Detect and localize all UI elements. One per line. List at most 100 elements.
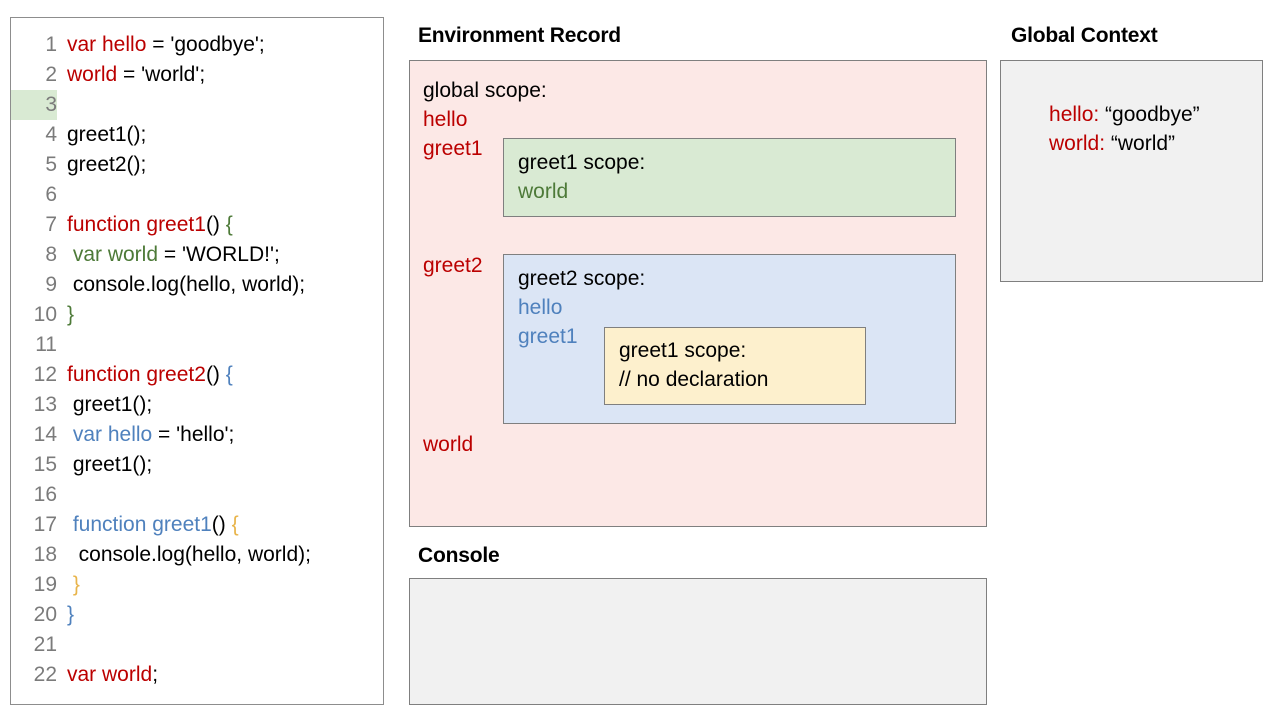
code-token: = 'goodbye'; bbox=[146, 33, 265, 56]
code-line-text: } bbox=[57, 600, 74, 630]
code-line-number: 15 bbox=[33, 453, 57, 476]
code-line-number: 5 bbox=[45, 153, 57, 176]
global-context-entry-hello: hello: “goodbye” bbox=[1014, 79, 1200, 151]
code-line-text: greet1(); bbox=[57, 390, 152, 420]
code-line-text: var world = 'WORLD!'; bbox=[57, 240, 280, 270]
global-scope-var-hello: hello bbox=[423, 108, 468, 131]
code-line[interactable]: 3 bbox=[11, 90, 383, 120]
code-line-number: 4 bbox=[45, 123, 57, 146]
code-token: } bbox=[67, 303, 75, 326]
code-token: } bbox=[67, 573, 80, 596]
code-line[interactable]: 4 greet1(); bbox=[11, 120, 383, 150]
code-line-number: 13 bbox=[33, 393, 57, 416]
code-token: greet2(); bbox=[67, 153, 147, 176]
global-scope-var-greet1: greet1 bbox=[423, 137, 483, 160]
code-token: var hello bbox=[67, 33, 147, 56]
code-token: { bbox=[225, 363, 233, 386]
code-token: ; bbox=[152, 663, 159, 686]
code-line[interactable]: 2 world = 'world'; bbox=[11, 60, 383, 90]
global-context-value-hello: “goodbye” bbox=[1099, 103, 1200, 126]
global-context-entry-world: world: “world” bbox=[1014, 108, 1175, 180]
code-token: greet1(); bbox=[67, 393, 153, 416]
code-token: greet1(); bbox=[67, 123, 147, 146]
code-token: function greet2 bbox=[67, 363, 206, 386]
code-line-number: 19 bbox=[33, 573, 57, 596]
environment-record-inner: global scope: hello greet1 greet2 world … bbox=[410, 61, 986, 526]
greet1-scope-label: greet1 scope: bbox=[518, 151, 646, 174]
environment-record-heading: Environment Record bbox=[418, 24, 621, 47]
greet1-nested-scope-note: // no declaration bbox=[619, 368, 769, 391]
code-line[interactable]: 21 bbox=[11, 630, 383, 660]
code-line[interactable]: 16 bbox=[11, 480, 383, 510]
code-line-number: 3 bbox=[11, 90, 57, 120]
code-line-number: 14 bbox=[33, 423, 57, 446]
code-line-text: var hello = 'hello'; bbox=[57, 420, 235, 450]
code-line-text: var hello = 'goodbye'; bbox=[57, 30, 265, 60]
console-panel[interactable] bbox=[409, 578, 987, 705]
greet1-scope-var-world: world bbox=[518, 180, 569, 203]
code-line[interactable]: 6 bbox=[11, 180, 383, 210]
code-line[interactable]: 14 var hello = 'hello'; bbox=[11, 420, 383, 450]
console-heading: Console bbox=[418, 544, 500, 567]
code-line[interactable]: 9 console.log(hello, world); bbox=[11, 270, 383, 300]
code-token: var world bbox=[67, 243, 159, 266]
global-context-heading: Global Context bbox=[1011, 24, 1158, 47]
code-line[interactable]: 5 greet2(); bbox=[11, 150, 383, 180]
code-token: var hello bbox=[67, 423, 153, 446]
code-line-text: var world; bbox=[57, 660, 158, 690]
code-token: function greet1 bbox=[67, 513, 212, 536]
code-line-number: 2 bbox=[45, 63, 57, 86]
greet2-scope-label: greet2 scope: bbox=[518, 267, 646, 290]
global-context-value-world: “world” bbox=[1105, 132, 1176, 155]
greet2-scope-var-hello: hello bbox=[518, 296, 563, 319]
code-line[interactable]: 11 bbox=[11, 330, 383, 360]
greet2-scope-box: greet2 scope: hello greet1 greet1 scope:… bbox=[503, 254, 956, 424]
code-token: function greet1 bbox=[67, 213, 206, 236]
global-scope-var-greet2: greet2 bbox=[423, 254, 483, 277]
console-output bbox=[410, 579, 986, 599]
code-token: = 'hello'; bbox=[152, 423, 235, 446]
code-line[interactable]: 19 } bbox=[11, 570, 383, 600]
code-token: { bbox=[231, 513, 239, 536]
code-token: world bbox=[67, 63, 118, 86]
global-scope-label: global scope: bbox=[423, 79, 547, 102]
code-token: () bbox=[211, 513, 232, 536]
code-line-number: 21 bbox=[33, 633, 57, 656]
code-line-text: greet2(); bbox=[57, 150, 146, 180]
global-scope-var-world: world bbox=[423, 433, 474, 456]
code-token: console.log(hello, world); bbox=[67, 273, 306, 296]
code-line-number: 10 bbox=[33, 303, 57, 326]
code-line-number: 9 bbox=[45, 273, 57, 296]
code-token: = 'world'; bbox=[117, 63, 206, 86]
greet1-scope-box: greet1 scope: world bbox=[503, 138, 956, 217]
code-line-text: function greet1() { bbox=[57, 510, 239, 540]
code-line-number: 20 bbox=[33, 603, 57, 626]
greet1-nested-scope-box: greet1 scope: // no declaration bbox=[604, 327, 866, 405]
code-line[interactable]: 17 function greet1() { bbox=[11, 510, 383, 540]
code-line-number: 8 bbox=[45, 243, 57, 266]
greet2-scope-var-greet1: greet1 bbox=[518, 325, 578, 348]
code-line[interactable]: 15 greet1(); bbox=[11, 450, 383, 480]
code-token: var world bbox=[67, 663, 153, 686]
code-token: { bbox=[225, 213, 233, 236]
code-line[interactable]: 10} bbox=[11, 300, 383, 330]
code-line-number: 7 bbox=[45, 213, 57, 236]
code-line-text: greet1(); bbox=[57, 450, 152, 480]
code-line[interactable]: 13 greet1(); bbox=[11, 390, 383, 420]
code-line[interactable]: 18 console.log(hello, world); bbox=[11, 540, 383, 570]
code-line-number: 12 bbox=[33, 363, 57, 386]
code-line-text: } bbox=[57, 570, 80, 600]
code-line-number: 6 bbox=[45, 183, 57, 206]
code-token: = 'WORLD!'; bbox=[158, 243, 280, 266]
code-line-text: function greet2() { bbox=[57, 360, 233, 390]
code-line[interactable]: 20} bbox=[11, 600, 383, 630]
code-line[interactable]: 8 var world = 'WORLD!'; bbox=[11, 240, 383, 270]
code-line-number: 1 bbox=[45, 33, 57, 56]
